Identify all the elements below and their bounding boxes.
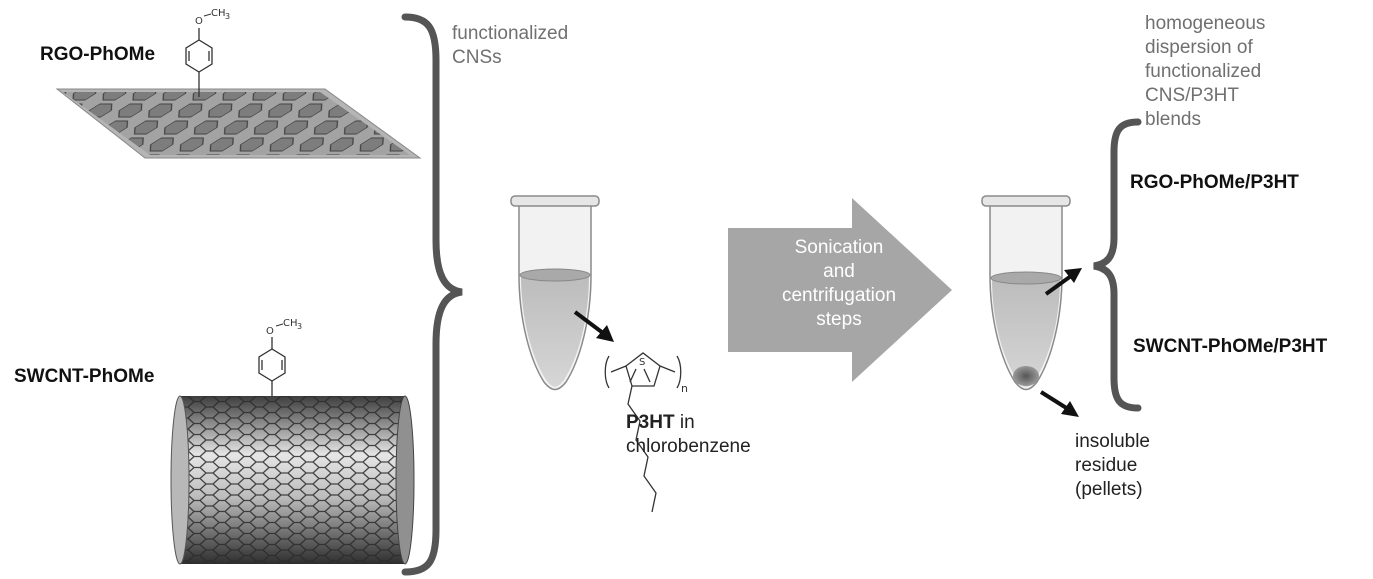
residue-caption: insoluble residue (pellets) <box>1075 430 1150 502</box>
swcnt-label: SWCNT-PhOMe <box>14 366 155 387</box>
residue-line: residue <box>1075 455 1138 476</box>
dispersion-line: homogeneous <box>1145 13 1266 34</box>
rgo-label: RGO-PhOMe <box>40 44 156 65</box>
residue-line: insoluble <box>1075 431 1150 452</box>
process-arrow-text: Sonication and centrifugation steps <box>728 236 950 332</box>
blend-swcnt-label: SWCNT-PhOMe/P3HT <box>1133 336 1328 357</box>
solution-pointer-arrow <box>573 310 605 335</box>
process-line: centrifugation <box>781 285 897 306</box>
sample-tube-solution <box>510 195 600 391</box>
right-curly-brace <box>1093 118 1142 412</box>
pellet <box>1013 366 1039 386</box>
process-line: and <box>823 261 855 282</box>
rgo-methoxy-sub: 3 <box>225 12 230 21</box>
swcnt-tube <box>170 395 415 565</box>
residue-line: (pellets) <box>1075 479 1143 500</box>
repeat-unit-n: n <box>681 382 688 395</box>
swcnt-methoxy-ch: CH <box>283 318 298 329</box>
p3ht-bold: P3HT <box>626 412 675 433</box>
p3ht-structure <box>604 352 682 513</box>
process-line: steps <box>816 309 862 330</box>
swcnt-methoxyphenyl-group <box>258 337 286 396</box>
dispersion-pointer-arrow <box>1044 274 1073 296</box>
p3ht-in: in <box>674 412 695 433</box>
rgo-methoxyphenyl-group <box>185 28 213 97</box>
blend-rgo-label: RGO-PhOMe/P3HT <box>1130 172 1299 193</box>
left-curly-brace <box>401 13 463 576</box>
rgo-methoxy-o: O <box>195 16 203 27</box>
rgo-methoxy-ch: CH <box>211 8 226 19</box>
process-line: Sonication <box>794 237 884 258</box>
dispersion-line: functionalized <box>1145 61 1262 82</box>
dispersion-line: CNS/P3HT <box>1145 85 1239 106</box>
thiophene-sulfur: S <box>639 357 645 368</box>
dispersion-line: dispersion of <box>1145 37 1253 58</box>
sample-tube-centrifuged <box>981 195 1071 391</box>
caption-line: CNSs <box>452 47 502 68</box>
solvent-line: chlorobenzene <box>626 436 751 457</box>
caption-line: functionalized <box>452 23 569 44</box>
p3ht-line: P3HT in <box>626 411 751 435</box>
residue-pointer-arrow <box>1039 390 1070 411</box>
rgo-sheet <box>55 88 422 159</box>
p3ht-solvent-caption: P3HT in chlorobenzene <box>626 411 751 459</box>
swcnt-methoxy-o: O <box>266 326 274 337</box>
dispersion-caption: homogeneous dispersion of functionalized… <box>1145 12 1265 132</box>
swcnt-methoxy-sub: 3 <box>297 322 302 331</box>
functionalized-cns-caption: functionalized CNSs <box>452 22 568 70</box>
process-arrow <box>728 198 952 382</box>
dispersion-line: blends <box>1145 109 1201 130</box>
